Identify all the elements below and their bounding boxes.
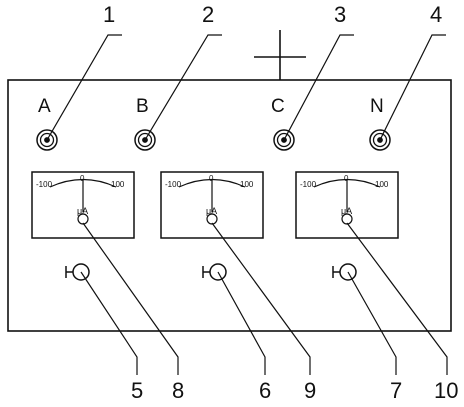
callout-8: 8 (172, 378, 184, 403)
meter-3-unit: μA (341, 206, 352, 216)
callout-10: 10 (434, 378, 458, 403)
phase-label-b: B (136, 96, 149, 117)
meter-2: -100 0 100 μA (160, 171, 264, 239)
leader-line-1 (46, 34, 122, 141)
push-button-2 (202, 263, 227, 281)
meter-3-frame (295, 171, 399, 239)
push-button-1 (65, 263, 90, 281)
meter-2-right-tick: 100 (240, 180, 254, 189)
meter-1-unit: μA (77, 206, 88, 216)
meter-2-unit: μA (206, 206, 217, 216)
meter-3-left-tick: -100 (300, 180, 317, 189)
callout-7: 7 (390, 378, 402, 403)
meter-2-frame (160, 171, 264, 239)
leader-line-4 (379, 34, 446, 141)
meter-3-zero-tick: 0 (344, 174, 349, 183)
callout-6: 6 (259, 378, 271, 403)
meter-3-scale-arc (313, 178, 381, 188)
meter-2-left-tick: -100 (165, 180, 182, 189)
callout-3: 3 (334, 2, 346, 27)
leader-lines (46, 34, 448, 375)
phase-label-a: A (38, 96, 51, 117)
callout-1: 1 (103, 2, 115, 27)
leader-line-2 (144, 34, 222, 141)
callout-9: 9 (304, 378, 316, 403)
enclosure-box (7, 79, 452, 332)
meter-1: -100 0 100 μA (31, 171, 135, 239)
leader-line-10 (346, 222, 448, 375)
leader-line-6 (217, 271, 266, 375)
meter-3: -100 0 100 μA (295, 171, 399, 239)
phase-label-c: C (271, 96, 285, 117)
meter-2-scale-arc (178, 178, 246, 188)
leader-line-8 (82, 222, 179, 375)
callout-2: 2 (202, 2, 214, 27)
meter-1-frame (31, 171, 135, 239)
phase-label-n: N (370, 96, 384, 117)
meter-2-zero-tick: 0 (209, 174, 214, 183)
push-button-3 (332, 263, 357, 281)
leader-line-3 (283, 34, 354, 141)
leader-line-7 (347, 271, 397, 375)
top-cross-mark (254, 30, 306, 80)
callout-5: 5 (131, 378, 143, 403)
meter-1-left-tick: -100 (36, 180, 53, 189)
leader-line-9 (211, 222, 311, 375)
meter-1-scale-arc (49, 178, 117, 188)
meter-1-right-tick: 100 (111, 180, 125, 189)
callout-4: 4 (430, 2, 442, 27)
meter-3-right-tick: 100 (375, 180, 389, 189)
leader-line-5 (80, 271, 138, 375)
meter-1-zero-tick: 0 (80, 174, 85, 183)
